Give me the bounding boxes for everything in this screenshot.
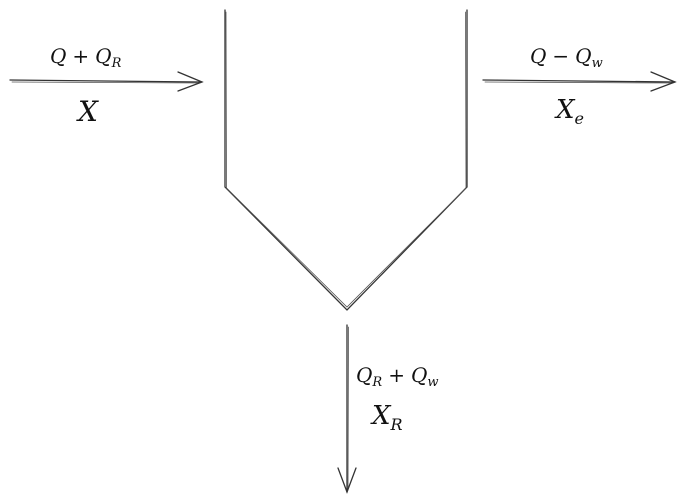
underflow-flow-label: QR+Qw <box>356 363 439 390</box>
underflow-arrow <box>337 324 357 494</box>
inflow-concentration-label: X <box>76 95 99 128</box>
effluent-concentration-label: Xe <box>554 95 584 128</box>
inflow-flow-label: Q+QR <box>50 44 122 71</box>
effluent-arrow <box>482 71 677 92</box>
underflow-concentration-label: XR <box>370 401 403 434</box>
inflow-arrow <box>9 71 204 92</box>
settling-tank <box>224 9 468 311</box>
effluent-flow-label: Q−Qw <box>530 44 603 71</box>
